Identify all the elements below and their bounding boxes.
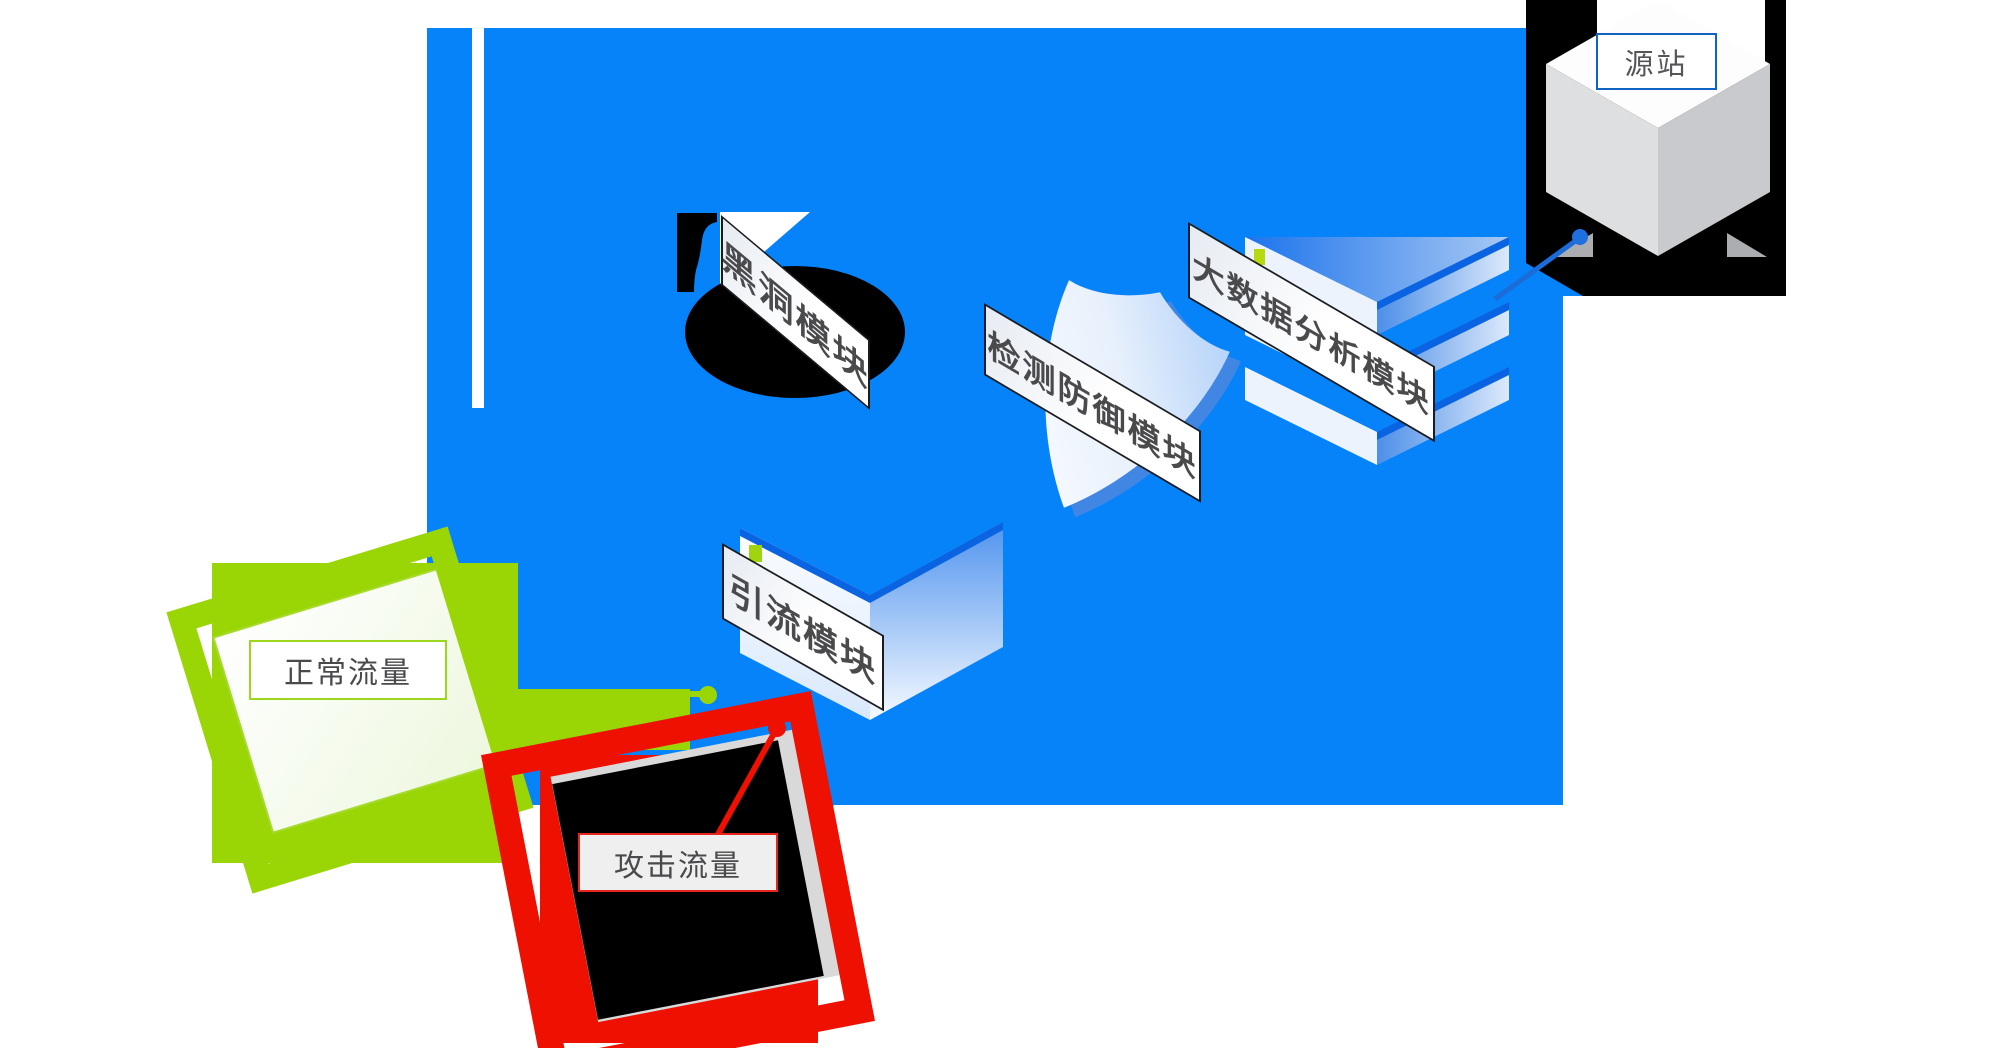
black-hole-funnel <box>677 213 717 292</box>
stack-face <box>1377 245 1509 335</box>
normal-frame <box>166 526 534 894</box>
cube-right-face <box>1658 64 1770 256</box>
stack-face-left <box>1245 237 1377 335</box>
stack-top-face <box>1245 237 1509 302</box>
cube-shadow-right <box>1727 233 1767 257</box>
origin-site-label: 源站 <box>1596 33 1717 90</box>
box-edge <box>740 528 870 603</box>
origin-blue-corner <box>1526 263 1583 296</box>
attack-flow-dot <box>768 719 786 737</box>
stack-indicator-light <box>1254 249 1265 265</box>
origin-connector-line <box>1493 236 1580 302</box>
normal-flow-dot <box>699 686 717 704</box>
attack-traffic-label: 攻击流量 <box>578 833 778 892</box>
cube-left-face <box>1546 64 1658 256</box>
box-edge <box>870 522 1003 603</box>
origin-connector-dot <box>1572 229 1588 245</box>
platform-divider-strip <box>472 28 484 408</box>
scrubbing-platform <box>427 28 1563 805</box>
stack-face-left <box>1245 367 1377 465</box>
normal-traffic-label: 正常流量 <box>249 640 447 700</box>
stack-edge <box>1377 237 1509 310</box>
box-right-face <box>870 522 1003 720</box>
stack-face <box>1377 375 1509 465</box>
normal-flow-neck <box>688 691 702 697</box>
attack-frame <box>481 691 875 1048</box>
box-indicator-light <box>749 545 762 562</box>
normal-traffic-card-icon <box>166 526 534 894</box>
